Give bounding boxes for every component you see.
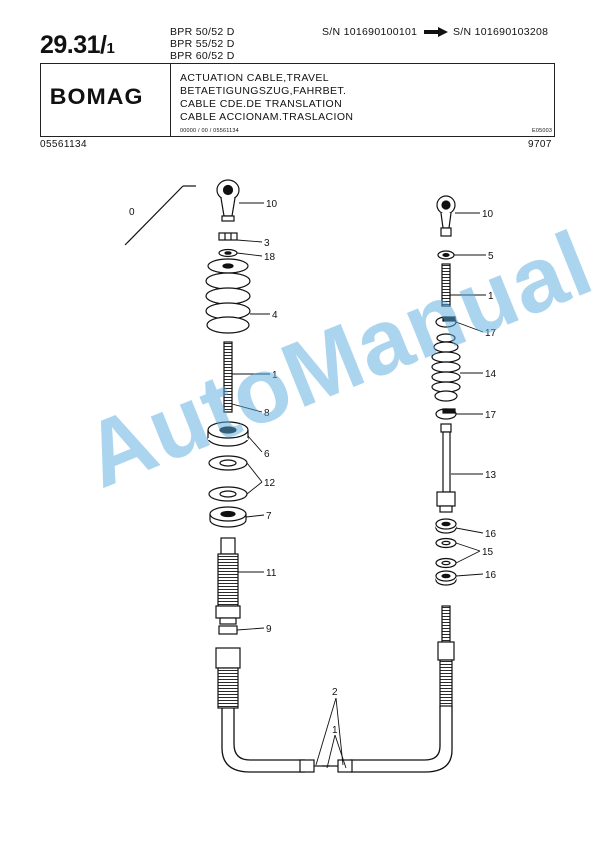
- code-right: E05003: [532, 128, 553, 134]
- threaded-rod-1-left: [223, 341, 233, 413]
- document-date: 9707: [528, 139, 552, 150]
- callout-3: 3: [264, 238, 270, 249]
- callout-1-cable: 1: [332, 725, 338, 736]
- nut-9-left: [218, 625, 238, 635]
- rod-end-left: [216, 179, 240, 222]
- reference-code: 00000 / 00 / 05561134: [180, 128, 239, 134]
- page-number: 29.31/1: [40, 31, 115, 60]
- nut-16a-right: [435, 518, 457, 534]
- callout-1-right: 1: [488, 291, 494, 302]
- callout-17-upper: 17: [485, 328, 497, 339]
- callout-4: 4: [272, 310, 278, 321]
- callout-12: 12: [264, 478, 276, 489]
- cable-end-13-right: [436, 423, 456, 513]
- callout-0: 0: [129, 207, 135, 218]
- document-number: 05561134: [40, 139, 87, 150]
- callout-6: 6: [264, 449, 270, 460]
- callout-11: 11: [266, 568, 277, 579]
- callout-16-lower: 16: [485, 570, 497, 581]
- page-number-main: 29.31/: [40, 31, 107, 59]
- callout-2: 2: [332, 687, 338, 698]
- page-number-sub: 1: [106, 40, 115, 57]
- washers-15-right: [435, 537, 457, 569]
- washer-18-left: [218, 248, 238, 258]
- header-box: [40, 63, 555, 137]
- nut-3-left: [218, 232, 238, 241]
- washers-12-left: [208, 455, 248, 502]
- callout-13: 13: [485, 470, 497, 481]
- callout-7: 7: [266, 511, 272, 522]
- clip-17b-right: [435, 408, 457, 420]
- model-3: BPR 60/52 D: [170, 50, 235, 62]
- header-divider: [170, 63, 172, 137]
- callout-5: 5: [488, 251, 494, 262]
- leader-lines: [231, 202, 486, 769]
- nut-16b-right: [435, 570, 457, 586]
- serial-to: S/N 101690103208: [453, 26, 549, 38]
- title-fr: CABLE CDE.DE TRANSLATION: [180, 98, 343, 110]
- callout-10-right: 10: [482, 209, 494, 220]
- rod-end-right: [436, 195, 456, 237]
- assembly-leader-line: [124, 185, 184, 246]
- callout-labels: 0 10 3 18 4 1 8 6 12 7 11 9 10 5 1 17 14…: [129, 199, 497, 736]
- arrow-right-icon: [424, 27, 448, 37]
- callout-16-upper: 16: [485, 529, 497, 540]
- cable-right: [322, 605, 455, 773]
- threaded-rod-1-right: [441, 263, 451, 307]
- threaded-sleeve-11-left: [215, 537, 241, 625]
- title-es: CABLE ACCIONAM.TRASLACION: [180, 111, 354, 123]
- callout-15: 15: [482, 547, 494, 558]
- bomag-logo: BOMAG: [49, 84, 144, 109]
- callout-8: 8: [264, 408, 270, 419]
- serial-from: S/N 101690100101: [322, 26, 418, 38]
- callout-18: 18: [264, 252, 276, 263]
- callout-1-left: 1: [272, 370, 278, 381]
- callout-14: 14: [485, 369, 497, 380]
- title-en: ACTUATION CABLE,TRAVEL: [180, 72, 330, 84]
- callout-10-left: 10: [266, 199, 278, 210]
- model-2: BPR 55/52 D: [170, 38, 235, 50]
- nut-6-left: [207, 421, 249, 447]
- model-1: BPR 50/52 D: [170, 26, 235, 38]
- callout-17-lower: 17: [485, 410, 497, 421]
- nut-7-left: [209, 506, 247, 528]
- boot-4-left: [205, 258, 251, 334]
- boot-14-right: [431, 333, 461, 402]
- cable-left: [215, 647, 330, 773]
- title-de: BETAETIGUNGSZUG,FAHRBET.: [180, 85, 347, 97]
- callout-9: 9: [266, 624, 272, 635]
